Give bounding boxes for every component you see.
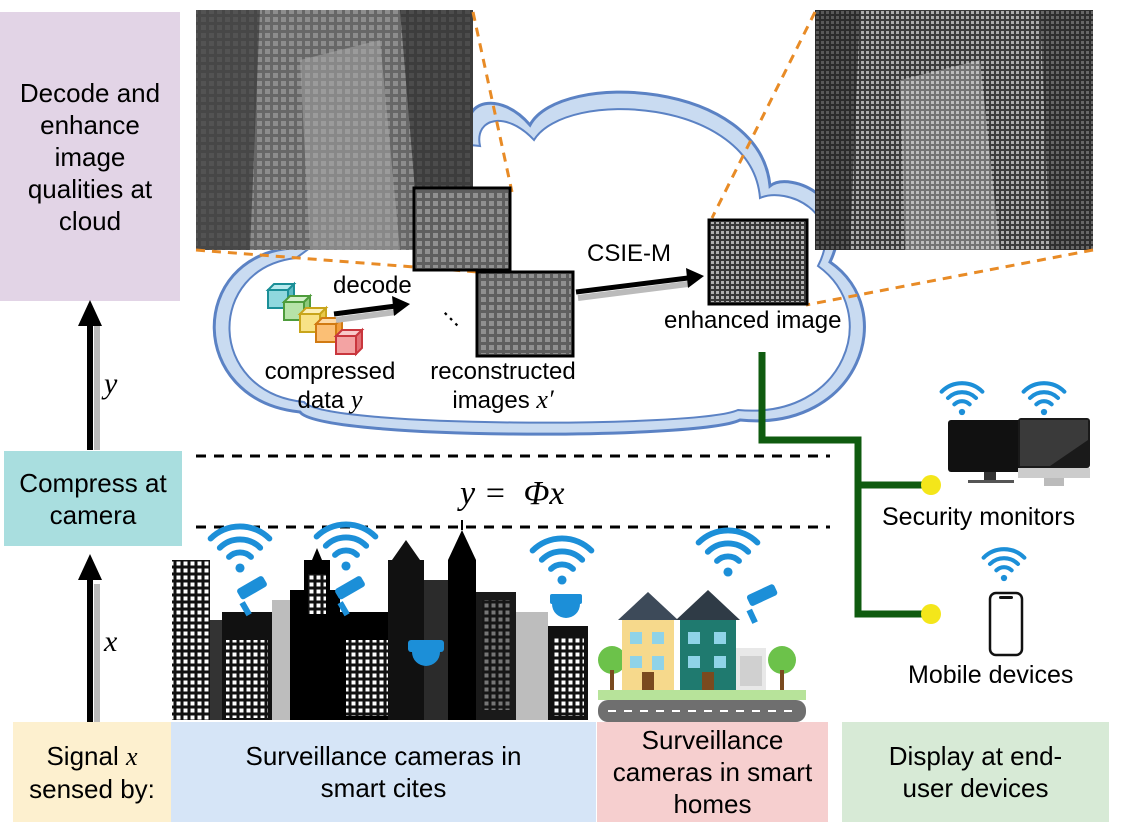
separator-lines bbox=[196, 454, 830, 529]
wifi-icon bbox=[313, 521, 379, 571]
reconstructed-line-1: reconstructed bbox=[430, 358, 576, 385]
mobile-devices-label: Mobile devices bbox=[908, 661, 1074, 689]
csie-m-arrow bbox=[575, 268, 704, 301]
reconstructed-images-label: reconstructed images x′ bbox=[420, 358, 586, 415]
compressed-data-variable: y bbox=[350, 385, 363, 414]
reconstructed-image-2 bbox=[475, 270, 575, 358]
mobile-phone-icon bbox=[988, 591, 1024, 657]
lower-arrow-variable: x bbox=[104, 625, 118, 658]
city-skyline bbox=[172, 520, 588, 720]
compressed-data-word: data bbox=[297, 387, 345, 414]
upper-arrow-variable-text: y bbox=[104, 367, 118, 400]
home-camera-icon bbox=[746, 584, 778, 624]
signal-variable: x bbox=[125, 741, 138, 771]
upward-arrow-y bbox=[78, 300, 102, 450]
signal-line-1: Signal x bbox=[46, 740, 137, 773]
compressed-data-line-2: data y bbox=[250, 386, 410, 415]
smart-homes-scene bbox=[598, 590, 806, 722]
enhanced-image-label: enhanced image bbox=[664, 307, 842, 334]
end-user-box: Display at end-user devices bbox=[842, 722, 1109, 822]
camera-task-box: Compress at camera bbox=[4, 451, 182, 546]
zoom-guide-lines bbox=[195, 11, 1094, 307]
smart-homes-label: Surveillance cameras in smart homes bbox=[612, 725, 813, 819]
city-camera-icons bbox=[237, 576, 582, 666]
smart-cities-box: Surveillance cameras in smart cites bbox=[171, 722, 596, 822]
cloud-task-label: Decode and enhance image qualities at cl… bbox=[19, 77, 161, 236]
mobile-link-node bbox=[921, 604, 941, 624]
signal-box: Signal x sensed by: bbox=[13, 722, 171, 822]
reconstructed-variable: x′ bbox=[536, 385, 554, 414]
reconstructed-image-1 bbox=[412, 186, 512, 272]
enhanced-image-thumbnail bbox=[707, 218, 809, 306]
wifi-icon bbox=[1021, 381, 1067, 416]
upward-arrow-x bbox=[78, 554, 102, 722]
model-label: CSIE-M bbox=[587, 240, 671, 267]
wifi-icon bbox=[207, 523, 273, 573]
security-monitors-label: Security monitors bbox=[882, 503, 1076, 531]
wifi-icon bbox=[939, 381, 985, 416]
wifi-icon bbox=[981, 547, 1027, 582]
compressed-data-label: compressed data y bbox=[250, 358, 410, 415]
smart-homes-box: Surveillance cameras in smart homes bbox=[597, 722, 828, 822]
camera-task-label: Compress at camera bbox=[19, 467, 167, 530]
signal-prefix: Signal bbox=[46, 740, 119, 771]
signal-suffix: sensed by: bbox=[29, 773, 155, 804]
wifi-icon bbox=[529, 535, 595, 585]
security-monitor-icon bbox=[948, 418, 1090, 486]
smart-cities-label: Surveillance cameras in smart cites bbox=[245, 741, 522, 803]
wifi-icon bbox=[695, 527, 761, 577]
decode-label: decode bbox=[333, 272, 412, 299]
end-user-label: Display at end-user devices bbox=[888, 741, 1063, 803]
compressed-data-line-1: compressed bbox=[264, 358, 396, 385]
cloud-task-box: Decode and enhance image qualities at cl… bbox=[0, 12, 180, 301]
transmission-links bbox=[758, 352, 928, 618]
lower-arrow-variable-text: x bbox=[104, 625, 118, 658]
enhanced-city-image bbox=[815, 10, 1093, 250]
reconstructed-word: images bbox=[452, 387, 530, 414]
reconstructed-line-2: images x′ bbox=[420, 386, 586, 415]
compression-equation: y = Φx bbox=[460, 475, 565, 512]
upper-arrow-variable: y bbox=[104, 367, 118, 400]
decode-arrow bbox=[333, 296, 410, 323]
monitor-link-node bbox=[921, 475, 941, 495]
